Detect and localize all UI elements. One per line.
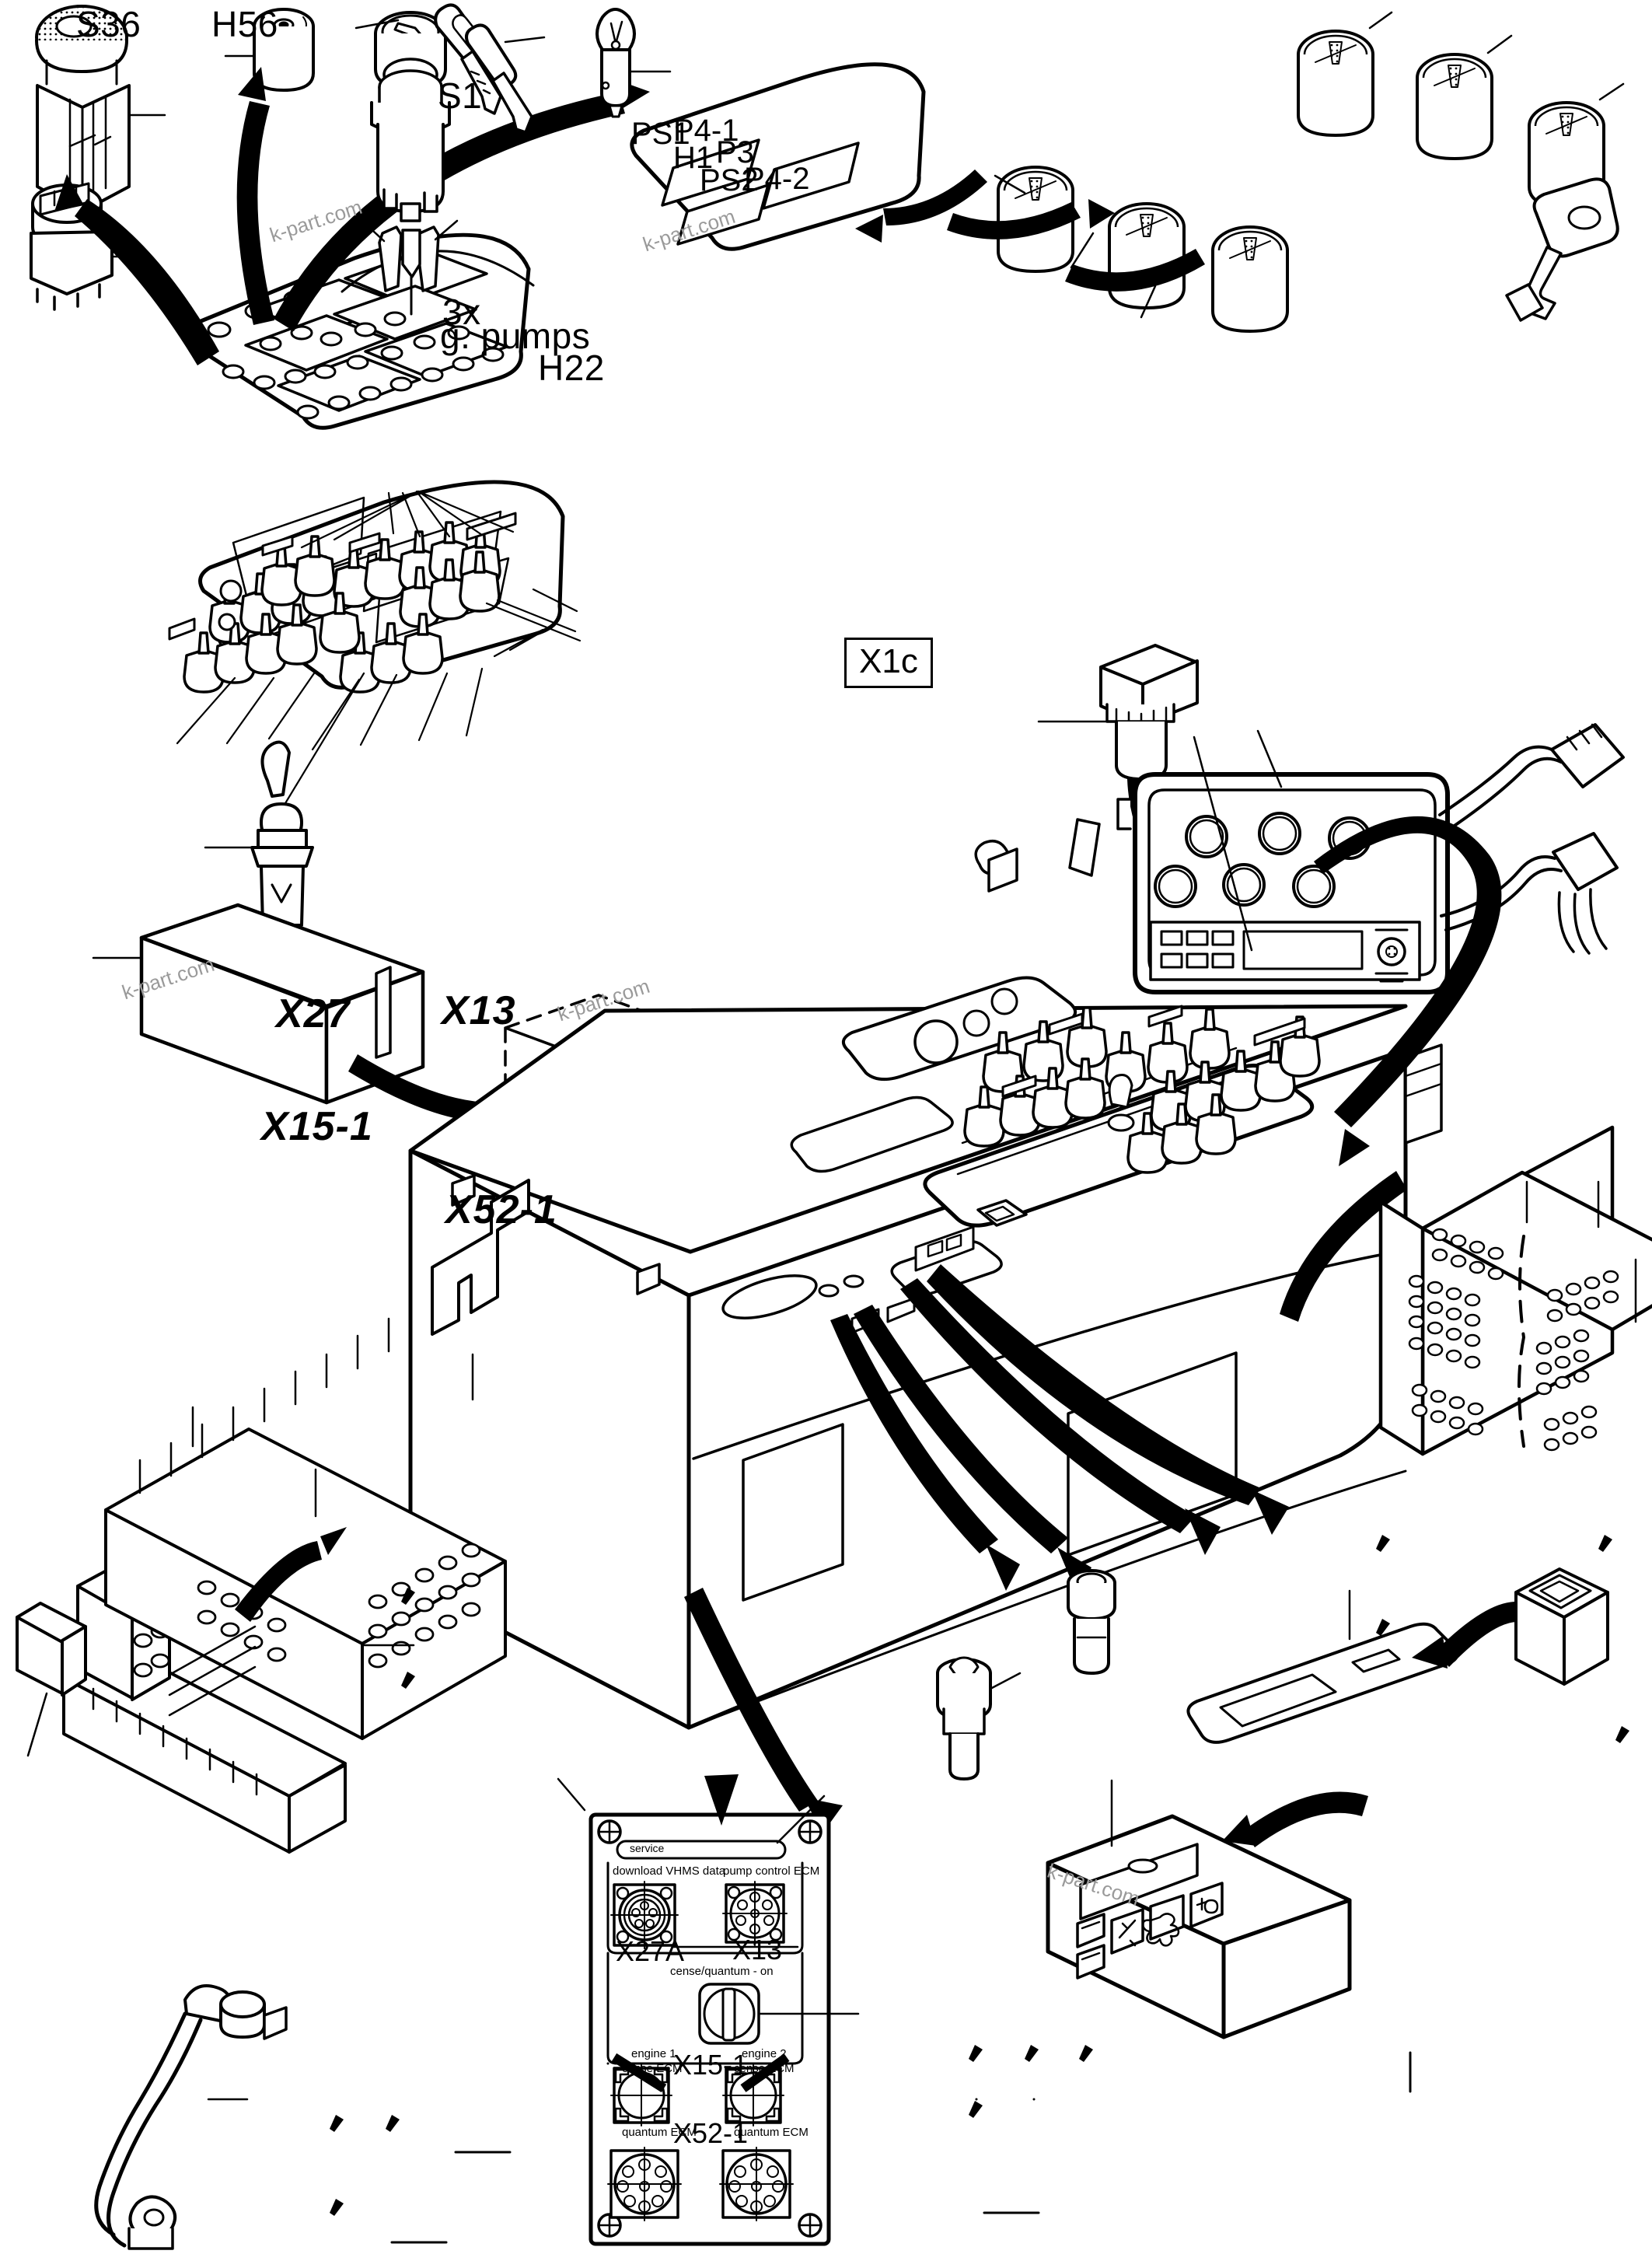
callout-ps1: PS1 bbox=[631, 117, 690, 151]
component-x1c-connector-block bbox=[1378, 1125, 1652, 1456]
component-instrument-pod bbox=[1116, 729, 1450, 994]
port-caption-engine2-b: cense ECM bbox=[734, 2062, 795, 2075]
port-tag-x15-1: X15-1 bbox=[673, 2049, 749, 2081]
callout-g-pumps: g. pumps bbox=[440, 316, 591, 356]
component-s36-joystick bbox=[35, 5, 166, 213]
callout-p4-1: P4-1 bbox=[673, 114, 739, 148]
component-right-rocker-switch bbox=[1505, 177, 1619, 322]
component-terminal-blocks bbox=[16, 1179, 530, 1854]
callout-s1: S1 bbox=[438, 75, 483, 116]
callout-p4-2: P4-2 bbox=[744, 162, 810, 196]
component-power-receptacle bbox=[936, 1656, 1022, 1780]
component-gauge-cluster-plate bbox=[630, 11, 1625, 333]
component-service-panel bbox=[557, 1777, 860, 2246]
component-rocker-switch-plate bbox=[1186, 1567, 1609, 1744]
port-caption-engine1-a: engine 1 bbox=[631, 2047, 676, 2060]
port-caption-quantum-a: quantum ECM bbox=[622, 2126, 697, 2139]
connector-label-x52-1: X52-1 bbox=[445, 1187, 557, 1232]
callout-p3: P3 bbox=[716, 135, 754, 169]
component-coiled-cable bbox=[94, 1984, 288, 2250]
boxed-label-x1c: X1c bbox=[844, 638, 933, 688]
port-tag-x27a: X27A bbox=[616, 1935, 685, 1967]
component-harness-cables bbox=[1438, 723, 1625, 955]
callout-s36: S36 bbox=[76, 4, 141, 44]
component-hvac-control bbox=[1046, 1779, 1368, 2039]
connector-label-x27: X27 bbox=[276, 991, 351, 1036]
selector-caption: cense/quantum - on bbox=[670, 1965, 774, 1978]
port-caption-quantum-b: quantum ECM bbox=[734, 2126, 809, 2139]
port-caption-engine1-b: cense ECM bbox=[622, 2062, 683, 2075]
port-tag-x52-1: X52-1 bbox=[673, 2117, 749, 2149]
port-caption-x27a: download VHMS data bbox=[613, 1864, 726, 1878]
connector-label-x13: X13 bbox=[442, 988, 516, 1033]
port-caption-engine2-a: engine 2 bbox=[742, 2047, 787, 2060]
component-bulb bbox=[595, 8, 672, 118]
component-s1-ignition-switch bbox=[354, 3, 546, 316]
service-panel-title: service bbox=[630, 1842, 665, 1854]
port-tag-x13: X13 bbox=[732, 1934, 783, 1966]
callout-h56: H56 bbox=[211, 4, 278, 44]
port-caption-x13: pump control ECM bbox=[723, 1864, 820, 1878]
callout-h1: H1 bbox=[673, 141, 714, 175]
component-switch-mounting-plate bbox=[187, 232, 535, 430]
callout-3x: 3x bbox=[442, 292, 481, 332]
component-lighter-socket bbox=[1067, 1569, 1116, 1675]
callout-h22: H22 bbox=[538, 348, 605, 388]
component-h56-horn bbox=[224, 8, 315, 92]
callout-ps2: PS2 bbox=[700, 163, 759, 197]
connector-label-x15-1: X15-1 bbox=[261, 1104, 373, 1149]
leader-ticks bbox=[390, 2051, 1412, 2244]
tick-marks bbox=[330, 1535, 1629, 2216]
component-gpump-switch-panel bbox=[168, 480, 582, 816]
assembly-arrow-service-panel bbox=[704, 1774, 739, 1826]
